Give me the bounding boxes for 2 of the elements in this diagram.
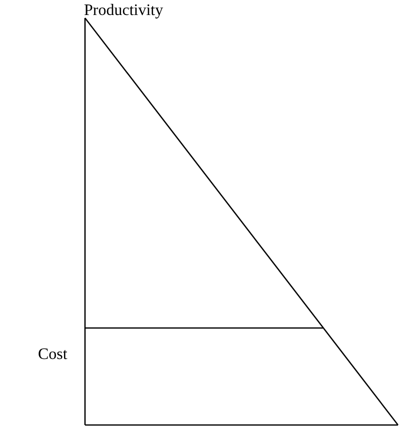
axis-label: Productivity: [84, 3, 164, 19]
axis-label: Cost: [38, 347, 68, 363]
